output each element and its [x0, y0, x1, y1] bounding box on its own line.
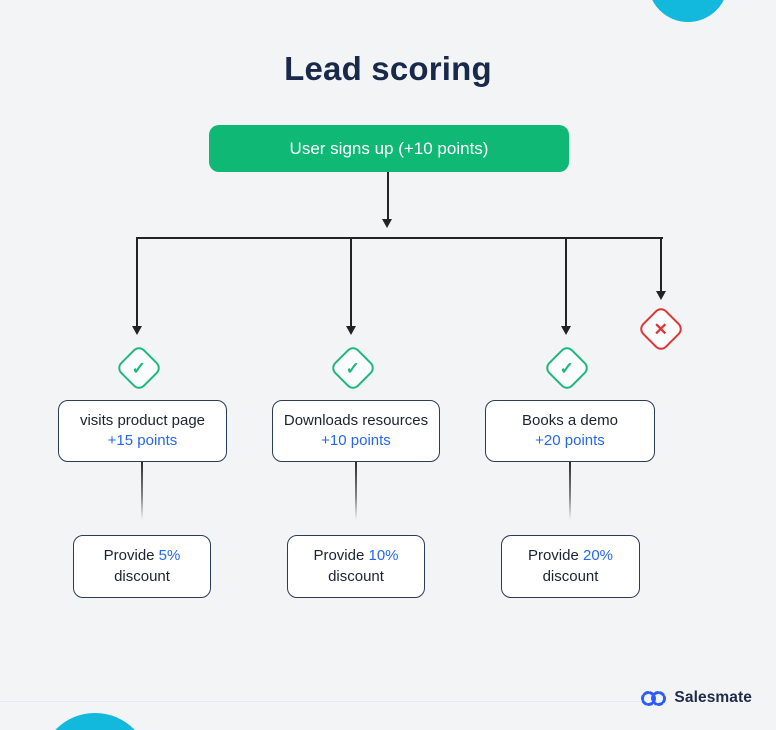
reward-value: 20% [583, 547, 614, 565]
action-label: visits product page [79, 411, 206, 429]
connector-root-down [387, 172, 389, 221]
footer-divider [0, 701, 642, 702]
flow-node-reward-1: Provide 5% discount [73, 535, 211, 598]
connector-reward-1 [141, 462, 143, 520]
flow-node-action-3: Books a demo +20 points [485, 400, 655, 462]
points-label: +15 points [107, 432, 178, 449]
connector-branch-4 [660, 237, 662, 291]
reward-line: Provide 20% [528, 546, 613, 566]
reward-prefix: Provide [527, 547, 579, 565]
arrowhead-branch-3 [560, 326, 571, 335]
check-diamond-icon: ✓ [114, 343, 164, 393]
arrowhead-root [382, 219, 392, 228]
arrowhead-branch-2 [345, 326, 356, 335]
connector-branch-2 [350, 237, 352, 326]
connector-bus [136, 237, 663, 239]
arrowhead-branch-1 [131, 326, 142, 335]
flow-node-reward-2: Provide 10% discount [287, 535, 425, 598]
reward-prefix: Provide [103, 547, 155, 565]
action-label: Books a demo [522, 411, 618, 429]
reward-prefix: Provide [313, 547, 365, 565]
flow-node-action-2: Downloads resources +10 points [272, 400, 440, 462]
points-label: +10 points [321, 432, 391, 449]
reward-value: 5% [158, 547, 181, 565]
reward-suffix: discount [542, 567, 599, 585]
salesmate-logo-icon [641, 690, 667, 706]
connector-branch-3 [565, 237, 567, 326]
page-title: Lead scoring [284, 50, 492, 87]
reward-suffix: discount [114, 567, 170, 585]
connector-reward-2 [355, 462, 357, 520]
reward-suffix: discount [328, 567, 384, 585]
flow-node-action-1: visits product page +15 points [58, 400, 227, 462]
check-diamond-icon: ✓ [542, 343, 592, 393]
reward-line: Provide 10% [313, 546, 398, 566]
connector-reward-3 [569, 462, 571, 520]
decor-circle-top-right [648, 0, 728, 22]
points-label: +20 points [535, 432, 605, 449]
check-icon: ✓ [131, 358, 147, 378]
arrowhead-branch-4 [655, 291, 666, 300]
brand-name: Salesmate [674, 689, 752, 706]
connector-branch-1 [136, 237, 138, 326]
brand-logo: Salesmate [640, 689, 752, 707]
cross-diamond-icon: ✕ [636, 304, 686, 354]
decor-circle-bottom-left [40, 713, 150, 730]
check-diamond-icon: ✓ [328, 343, 378, 393]
check-icon: ✓ [559, 358, 575, 378]
flow-node-root-label: User signs up (+10 points) [289, 138, 489, 158]
action-label: Downloads resources [283, 411, 429, 429]
reward-value: 10% [368, 547, 399, 565]
cross-icon: ✕ [653, 319, 669, 339]
check-icon: ✓ [345, 358, 361, 378]
flow-node-root: User signs up (+10 points) [209, 125, 569, 172]
flow-node-reward-3: Provide 20% discount [501, 535, 640, 598]
reward-line: Provide 5% [104, 546, 181, 566]
